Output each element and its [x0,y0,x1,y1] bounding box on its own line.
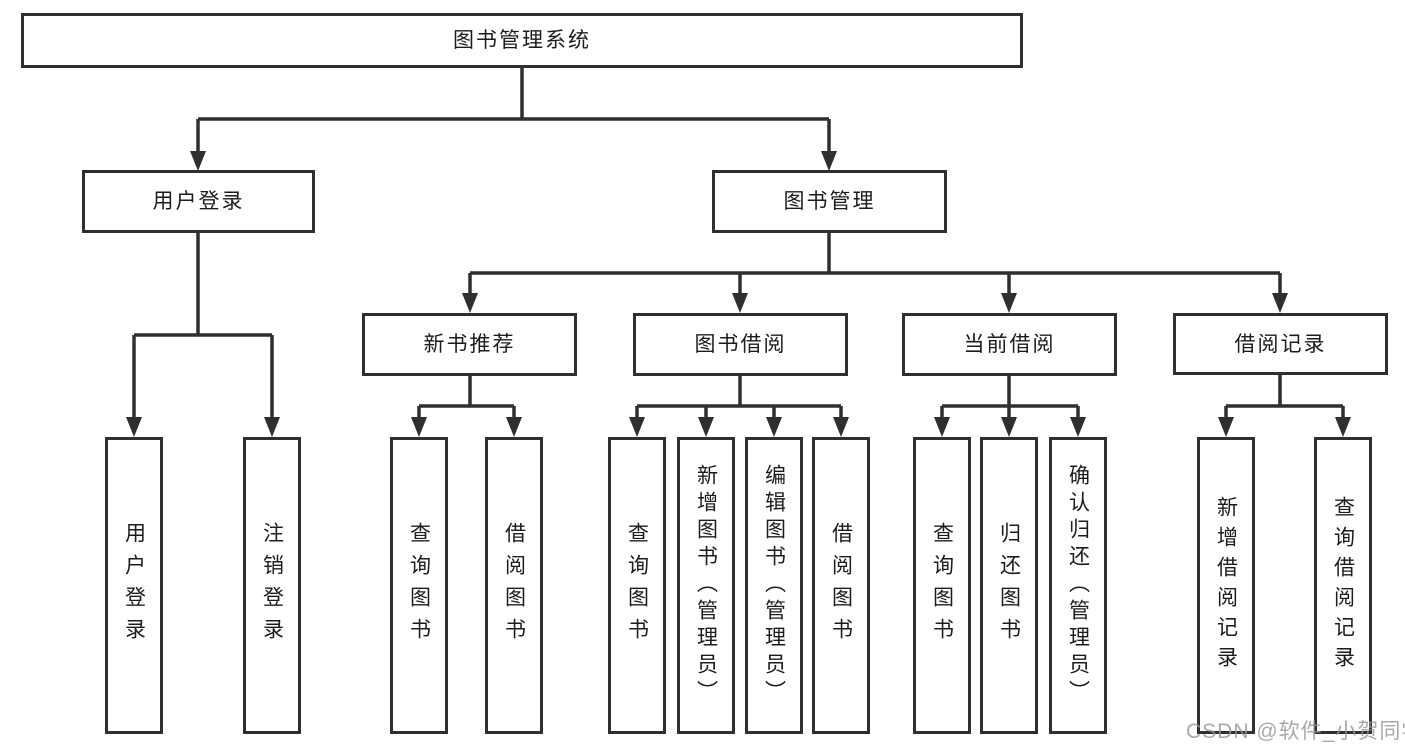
leaf-borrow-books-recommend: 借阅图书 [485,437,543,734]
node-current-borrow: 当前借阅 [902,313,1117,376]
node-borrow-records: 借阅记录 [1173,313,1388,375]
leaf-query-books-current: 查询图书 [913,437,971,734]
node-book-borrow: 图书借阅 [633,313,848,376]
connector-currentborrow-to-leaves [940,376,1080,418]
arrowhead-icon [934,417,950,437]
arrowhead-icon [411,417,427,437]
arrowhead-icon [732,293,748,313]
arrowhead-icon [629,417,645,437]
connector-newbookrec-to-leaves [417,376,516,418]
connector-root-to-level2 [196,68,831,152]
connector-borrowrecords-to-leaves [1224,375,1345,418]
leaf-edit-book-admin: 编辑图书（管理员） [745,437,803,734]
arrowhead-icon [1001,417,1017,437]
arrowhead-icon [1001,293,1017,313]
arrowhead-icon [1070,417,1086,437]
arrowhead-icon [766,417,782,437]
arrowhead-icon [506,417,522,437]
arrowhead-icon [190,151,206,171]
node-root-system: 图书管理系统 [21,13,1023,68]
node-new-book-recommend: 新书推荐 [362,313,577,376]
watermark: CSDN @软件_小贺同学 [1186,720,1405,743]
arrowhead-icon [1218,417,1234,437]
connector-bookborrow-to-leaves [635,376,843,418]
arrowheads [126,151,1351,437]
node-user-login: 用户登录 [82,170,315,233]
arrowhead-icon [1335,417,1351,437]
leaf-query-books-recommend: 查询图书 [390,437,448,734]
connector-bookmgmt-to-level3 [468,233,1282,294]
leaf-query-borrow-record: 查询借阅记录 [1314,437,1372,734]
leaf-borrow-books: 借阅图书 [812,437,870,734]
leaf-logout: 注销登录 [243,437,301,734]
arrowhead-icon [126,417,142,437]
leaf-user-login: 用户登录 [105,437,163,734]
leaf-add-book-admin: 新增图书（管理员） [677,437,735,734]
leaf-confirm-return-admin: 确认归还（管理员） [1049,437,1107,734]
arrowhead-icon [462,293,478,313]
arrowhead-icon [821,151,837,171]
leaf-query-books-borrow: 查询图书 [608,437,666,734]
arrowhead-icon [1272,293,1288,313]
leaf-add-borrow-record: 新增借阅记录 [1197,437,1255,734]
leaf-return-book: 归还图书 [980,437,1038,734]
node-book-management: 图书管理 [712,170,947,233]
arrowhead-icon [264,417,280,437]
connector-userlogin-to-leaves [132,233,274,418]
arrowhead-icon [833,417,849,437]
arrowhead-icon [698,417,714,437]
